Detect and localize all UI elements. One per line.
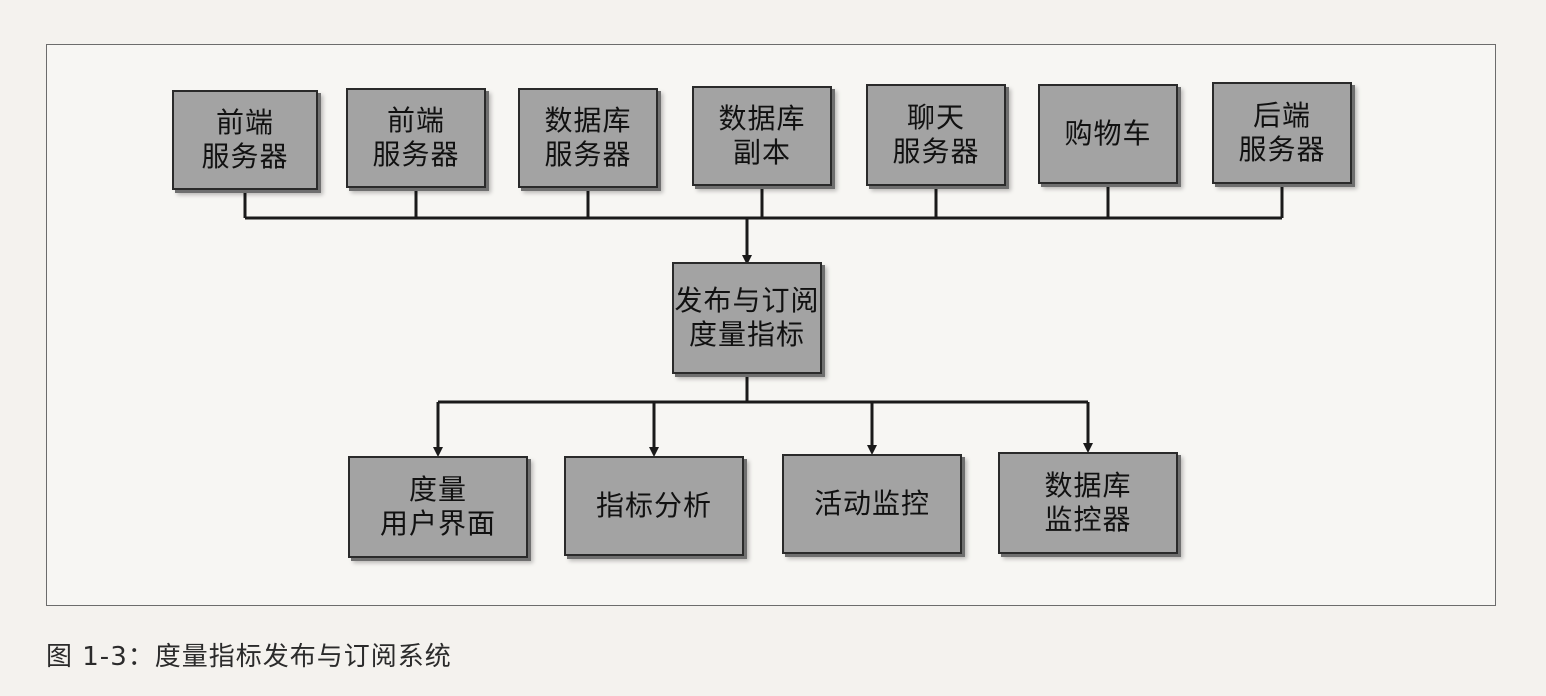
node-metrics-ui: 度量 用户界面 (348, 456, 528, 558)
node-metrics-analysis: 指标分析 (564, 456, 744, 556)
node-label: 数据库 副本 (718, 101, 806, 169)
node-label: 数据库 服务器 (544, 103, 632, 171)
node-activity-monitor: 活动监控 (782, 454, 962, 554)
node-database-server: 数据库 服务器 (518, 88, 658, 188)
node-label: 后端 服务器 (1238, 98, 1326, 166)
node-chat-server: 聊天 服务器 (866, 84, 1006, 186)
node-label: 度量 用户界面 (379, 472, 496, 540)
node-shopping-cart: 购物车 (1038, 84, 1178, 184)
node-label: 前端 服务器 (201, 105, 289, 173)
node-database-monitor: 数据库 监控器 (998, 452, 1178, 554)
node-label: 前端 服务器 (372, 103, 460, 171)
node-pubsub-metrics: 发布与订阅 度量指标 (672, 262, 822, 374)
edge-group (243, 184, 1284, 457)
node-label: 活动监控 (813, 486, 930, 520)
figure-caption: 图 1-3：度量指标发布与订阅系统 (46, 642, 452, 672)
node-frontend-server-2: 前端 服务器 (346, 88, 486, 188)
node-label: 指标分析 (595, 488, 712, 522)
node-label: 数据库 监控器 (1044, 468, 1132, 536)
node-label: 聊天 服务器 (892, 100, 980, 168)
node-frontend-server-1: 前端 服务器 (172, 90, 318, 190)
node-label: 购物车 (1064, 116, 1152, 150)
node-database-replica: 数据库 副本 (692, 86, 832, 186)
node-label: 发布与订阅 度量指标 (674, 283, 820, 351)
node-backend-server: 后端 服务器 (1212, 82, 1352, 184)
